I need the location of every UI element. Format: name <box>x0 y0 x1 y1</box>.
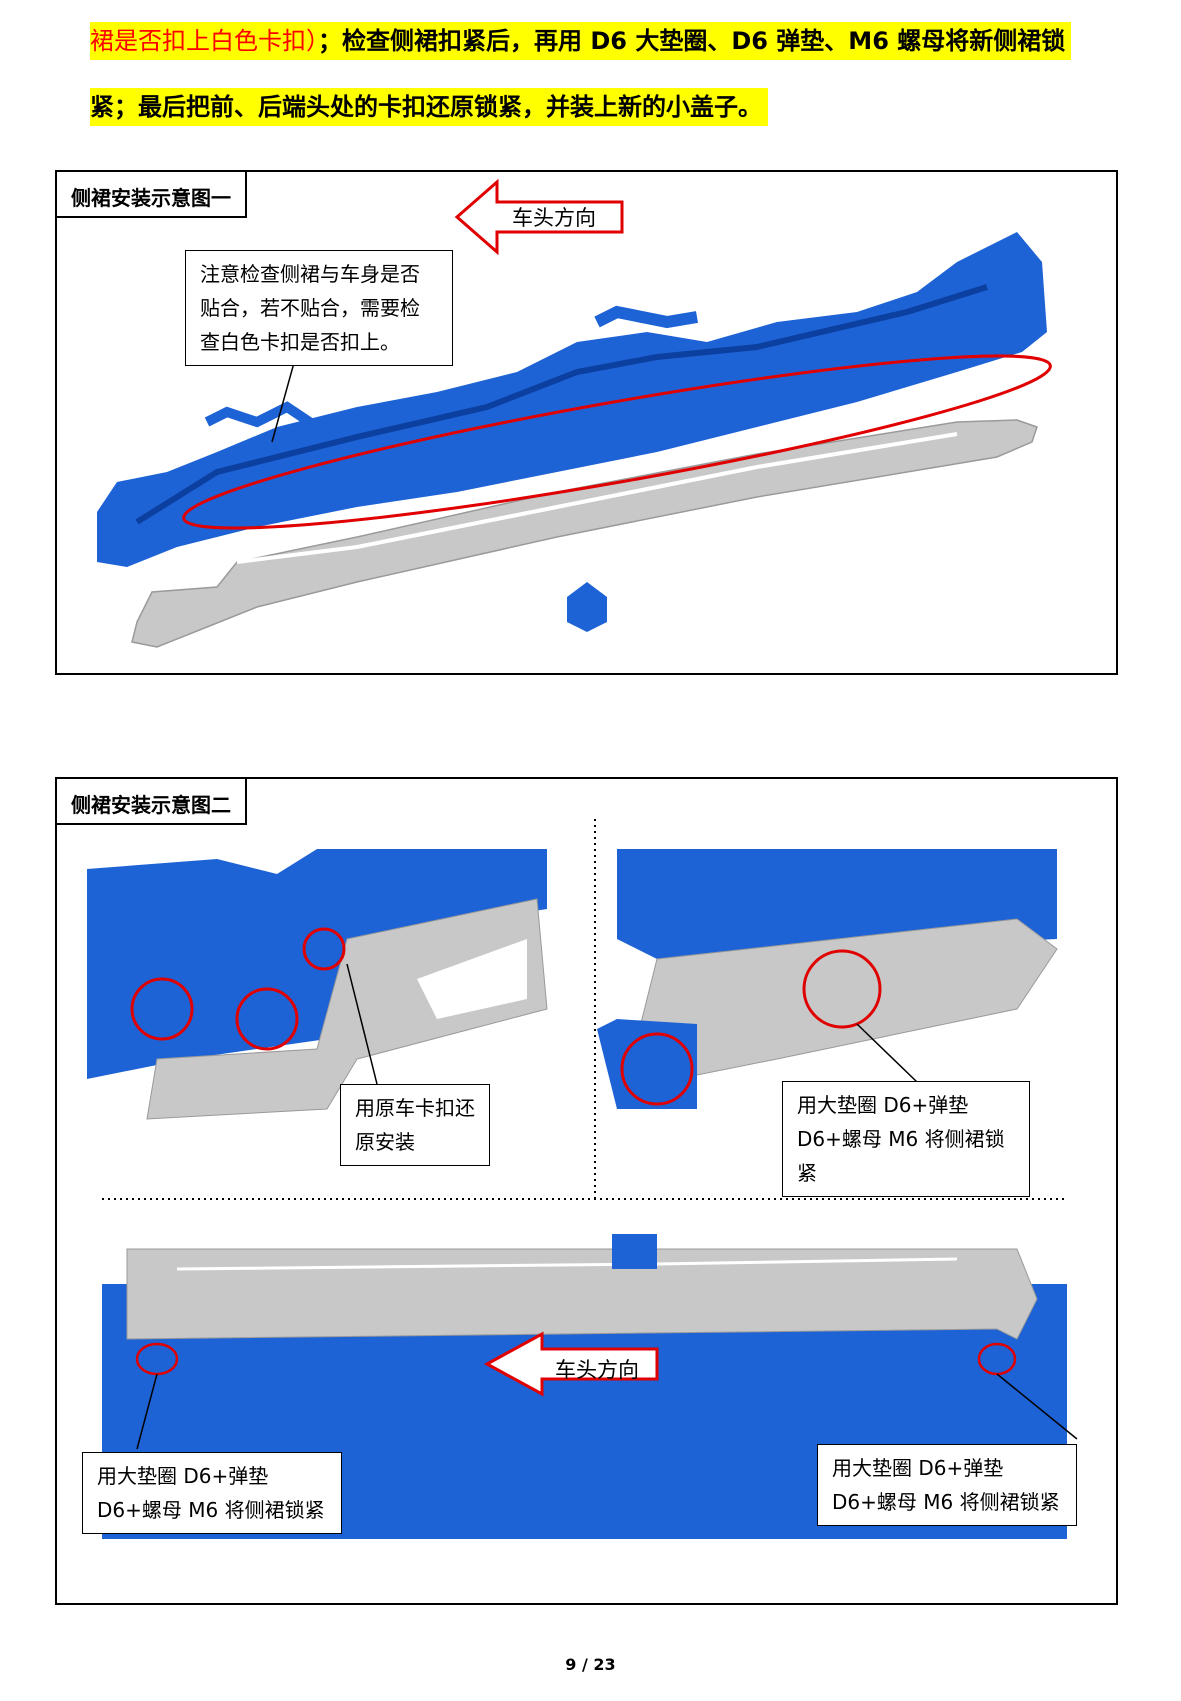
instruction-text: ；检查侧裙扣紧后，再用 D6 大垫圈、D6 弹垫、M6 螺母将新侧裙锁 <box>318 27 1066 55</box>
figure-2-title: 侧裙安装示意图二 <box>57 779 247 825</box>
direction-label: 车头方向 <box>512 206 596 230</box>
lock-callout-left: 用大垫圈 D6+弹垫 D6+螺母 M6 将侧裙锁紧 <box>82 1452 342 1534</box>
lock-callout-top: 用大垫圈 D6+弹垫 D6+螺母 M6 将侧裙锁紧 <box>782 1081 1030 1197</box>
figure-1-frame: 侧裙安装示意图一 车头方向 注意检查侧裙与车身是否贴合，若不贴合，需要检查白色卡… <box>55 170 1118 675</box>
direction-label-2: 车头方向 <box>555 1358 639 1382</box>
figure-1-illustration <box>97 178 1052 648</box>
instruction-line-2: 紧；最后把前、后端头处的卡扣还原锁紧，并装上新的小盖子。 <box>90 88 768 126</box>
figure-2-frame: 侧裙安装示意图二 用原车卡扣还原安装 用大垫圈 D6+弹垫 D6+螺母 M6 将… <box>55 777 1118 1605</box>
lock-callout-right: 用大垫圈 D6+弹垫 D6+螺母 M6 将侧裙锁紧 <box>817 1444 1077 1526</box>
figure-2-illustration <box>87 819 1078 1539</box>
instruction-line-1: 裙是否扣上白色卡扣）；检查侧裙扣紧后，再用 D6 大垫圈、D6 弹垫、M6 螺母… <box>90 22 1072 60</box>
instruction-red-text: 裙是否扣上白色卡扣） <box>90 27 318 55</box>
fit-check-note: 注意检查侧裙与车身是否贴合，若不贴合，需要检查白色卡扣是否扣上。 <box>185 250 453 366</box>
page-number: 9 / 23 <box>565 1655 616 1674</box>
figure-1-title: 侧裙安装示意图一 <box>57 172 247 218</box>
clip-restore-callout: 用原车卡扣还原安装 <box>340 1084 490 1166</box>
